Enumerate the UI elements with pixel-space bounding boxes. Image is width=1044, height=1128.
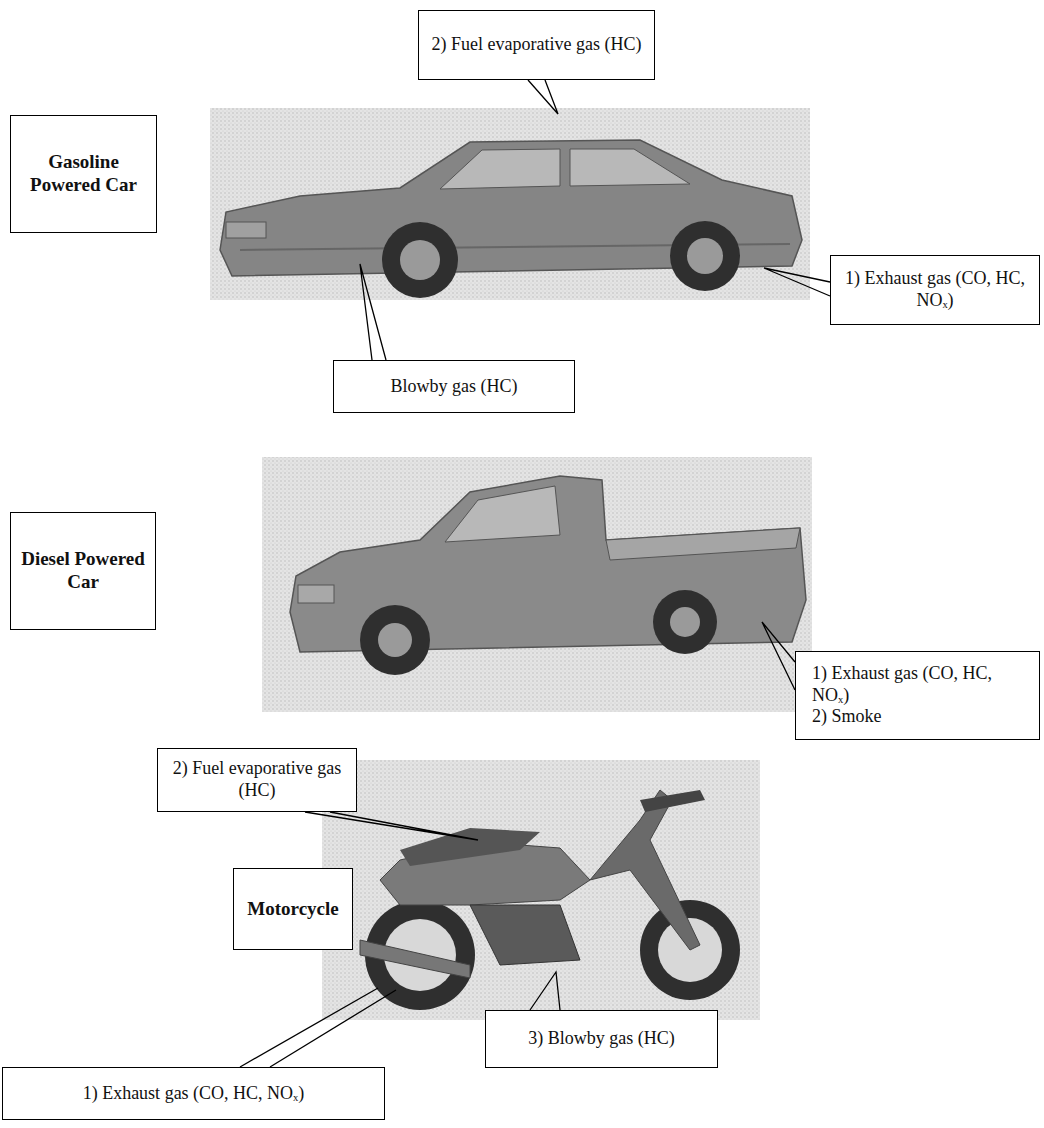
vehicle-name: Gasoline Powered Car xyxy=(18,151,149,197)
emission-text: 2) Smoke xyxy=(812,706,1032,728)
callout-box: 1) Exhaust gas (CO, HC, NOₓ) xyxy=(830,255,1040,325)
vehicle-name: Diesel Powered Car xyxy=(18,548,148,594)
callout-box: 1) Exhaust gas (CO, HC, NOₓ) xyxy=(2,1067,385,1120)
callout-box: Blowby gas (HC) xyxy=(333,360,575,413)
emission-text: 1) Exhaust gas (CO, HC, NOₓ) xyxy=(812,663,1032,706)
motorcycle-illustration xyxy=(322,760,760,1020)
emission-text: 2) Fuel evaporative gas (HC) xyxy=(165,758,349,801)
sedan-illustration xyxy=(210,108,810,300)
vehicle-name: Motorcycle xyxy=(241,898,345,921)
emission-text: 1) Exhaust gas (CO, HC, NOₓ) xyxy=(10,1083,377,1105)
vehicle-label: Motorcycle xyxy=(233,868,353,950)
callout-box: 2) Fuel evaporative gas (HC) xyxy=(157,748,357,812)
emission-text: 3) Blowby gas (HC) xyxy=(493,1028,710,1050)
pickup-illustration xyxy=(262,457,812,712)
vehicle-label: Gasoline Powered Car xyxy=(10,115,157,233)
callout-box: 2) Fuel evaporative gas (HC) xyxy=(418,10,655,80)
callout-box: 1) Exhaust gas (CO, HC, NOₓ)2) Smoke xyxy=(795,651,1040,740)
vehicle-label: Diesel Powered Car xyxy=(10,512,156,630)
emission-text: 2) Fuel evaporative gas (HC) xyxy=(426,34,647,56)
emission-text: Blowby gas (HC) xyxy=(341,376,567,398)
emission-text: 1) Exhaust gas (CO, HC, NOₓ) xyxy=(838,268,1032,311)
callout-box: 3) Blowby gas (HC) xyxy=(485,1010,718,1068)
